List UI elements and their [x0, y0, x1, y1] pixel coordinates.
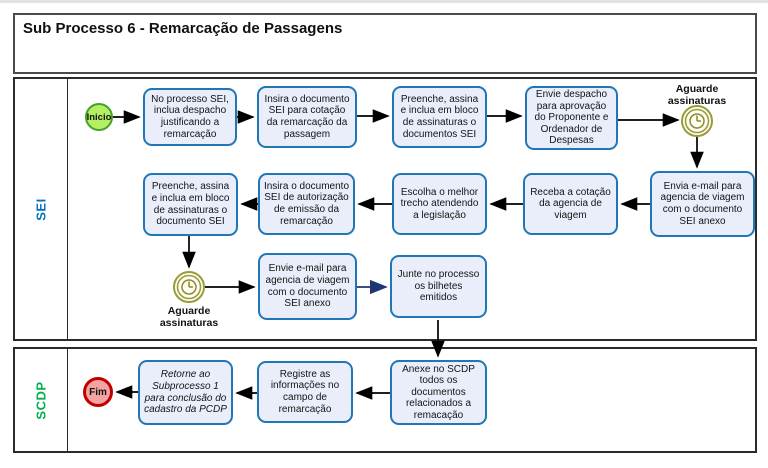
task-label: Insira o documento SEI de autorização de… [263, 180, 350, 227]
lane-sei-label: SEI [33, 197, 49, 221]
task-label: Insira o documento SEI para cotação da r… [264, 93, 350, 140]
task-label: Receba a cotação da agencia de viagem [530, 186, 611, 221]
task-anexar-scdp: Anexe no SCDP todos os documentos relaci… [390, 360, 487, 425]
task-preencher-assinar-docs: Preenche, assina e inclua em bloco de as… [392, 86, 487, 148]
lane-scdp-label: SCDP [33, 380, 49, 420]
task-enviar-email-agencia-1: Envia e-mail para agencia de viagem com … [650, 171, 755, 237]
task-label: Retorne ao Subprocesso 1 para conclusão … [144, 369, 227, 416]
task-receber-cotacao: Receba a cotação da agencia de viagem [523, 173, 618, 235]
task-inserir-doc-autorizacao: Insira o documento SEI de autorização de… [258, 173, 355, 235]
end-event: Fim [83, 377, 113, 407]
task-label: Preenche, assina e inclua em bloco de as… [400, 93, 479, 140]
start-event-label: Inicio [86, 111, 112, 123]
task-label: Junte no processo os bilhetes emitidos [397, 269, 480, 304]
task-label: Registre as informações no campo de rema… [270, 368, 340, 415]
task-juntar-bilhetes: Junte no processo os bilhetes emitidos [390, 255, 487, 318]
task-retornar-subprocesso1: Retorne ao Subprocesso 1 para conclusão … [138, 360, 233, 425]
task-preencher-assinar-doc: Preenche, assina e inclua em bloco de as… [143, 173, 238, 236]
lane-scdp-strip: SCDP [15, 349, 68, 451]
task-incluir-despacho: No processo SEI, inclua despacho justifi… [143, 88, 237, 146]
task-label: Preenche, assina e inclua em bloco de as… [151, 181, 230, 228]
end-event-label: Fim [89, 386, 107, 398]
start-event: Inicio [85, 103, 113, 131]
task-label: Envie e-mail para agencia de viagem com … [265, 263, 350, 310]
timer-mid-label: Aguarde assinaturas [159, 305, 219, 329]
task-escolher-trecho: Escolha o melhor trecho atendendo a legi… [392, 173, 487, 235]
task-label: Envia e-mail para agencia de viagem com … [660, 180, 745, 227]
diagram-title: Sub Processo 6 - Remarcação de Passagens [23, 20, 343, 37]
timer-event-icon [681, 105, 713, 137]
lane-sei: SEI [13, 77, 757, 341]
timer-top-label: Aguarde assinaturas [667, 83, 727, 107]
task-label: Envie despacho para aprovação do Propone… [534, 89, 609, 147]
task-inserir-doc-cotacao: Insira o documento SEI para cotação da r… [257, 86, 357, 148]
task-registrar-informacoes: Registre as informações no campo de rema… [257, 361, 353, 423]
task-label: Anexe no SCDP todos os documentos relaci… [402, 363, 475, 421]
task-enviar-email-agencia-2: Envie e-mail para agencia de viagem com … [258, 253, 357, 320]
diagram-title-box: Sub Processo 6 - Remarcação de Passagens [13, 13, 757, 74]
task-label: No processo SEI, inclua despacho justifi… [151, 93, 229, 140]
task-enviar-despacho-aprovacao: Envie despacho para aprovação do Propone… [525, 86, 618, 150]
timer-event-icon [173, 271, 205, 303]
lane-sei-strip: SEI [15, 79, 68, 339]
task-label: Escolha o melhor trecho atendendo a legi… [400, 186, 479, 221]
lane-scdp: SCDP [13, 347, 757, 453]
